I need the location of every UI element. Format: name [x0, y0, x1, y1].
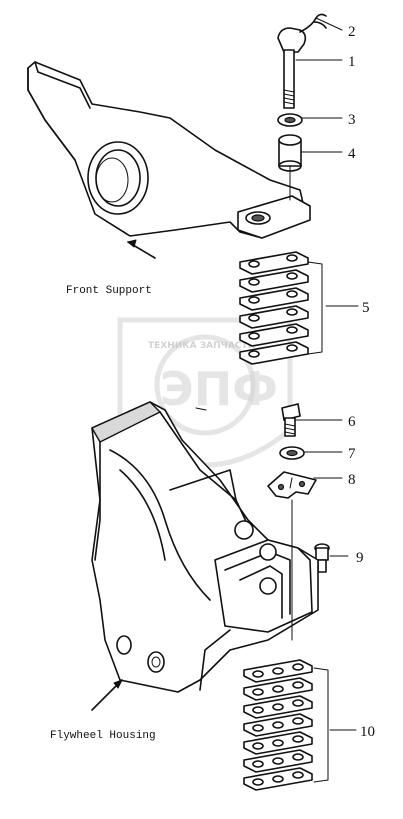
bolt-part-9	[314, 543, 330, 573]
shim-hole	[292, 717, 304, 725]
shim-hole	[292, 699, 304, 707]
shim-stack-part-10	[243, 659, 329, 791]
callout-numbers: 2 1 3 4 5 6 7 8 9 10	[348, 24, 375, 740]
shim-hole	[248, 278, 260, 286]
callout-10: 10	[360, 724, 375, 740]
shim-hole	[272, 721, 284, 729]
shim-hole	[272, 667, 284, 675]
shim-hole	[286, 326, 298, 334]
leader-lines	[91, 17, 359, 731]
shim-hole	[272, 775, 284, 783]
shim-hole	[252, 742, 264, 750]
lock-wire-part-2	[299, 13, 327, 33]
shim-hole	[252, 688, 264, 696]
stack-bracket-5	[307, 261, 323, 355]
flywheel-housing-label: Flywheel Housing	[50, 730, 156, 742]
shim-hole	[252, 760, 264, 768]
watermark-logo-letters: ЭПФ	[160, 362, 278, 416]
callout-9: 9	[356, 550, 364, 566]
callout-3: 3	[348, 112, 356, 128]
callout-6: 6	[348, 414, 356, 430]
shim-hole	[252, 724, 264, 732]
shim-hole	[292, 681, 304, 689]
shim-hole	[286, 272, 298, 280]
shim-hole	[252, 706, 264, 714]
shim-hole	[286, 344, 298, 352]
shim-stack-part-5	[239, 251, 323, 365]
callout-2: 2	[348, 24, 356, 40]
shim-hole	[252, 670, 264, 678]
watermark-text: ТЕХНИКА ЗАПЧАСТИ	[148, 341, 255, 351]
shim-hole	[248, 260, 260, 268]
front-support-label: Front Support	[66, 285, 152, 297]
callout-5: 5	[362, 300, 370, 316]
shim-hole	[292, 735, 304, 743]
shim-hole	[292, 753, 304, 761]
shim-hole	[272, 757, 284, 765]
shim-hole	[272, 739, 284, 747]
shim-hole	[248, 332, 260, 340]
shim-hole	[286, 290, 298, 298]
front-support-bracket	[27, 61, 311, 239]
flywheel-housing	[91, 401, 319, 693]
shim-hole	[272, 703, 284, 711]
shim-hole	[286, 308, 298, 316]
lock-plate-part-8	[267, 471, 317, 499]
spacer-part-4	[278, 134, 302, 172]
shim-hole	[248, 296, 260, 304]
shim-hole	[248, 350, 260, 358]
shim-hole	[292, 771, 304, 779]
washer-part-7	[279, 446, 305, 460]
shim-hole	[292, 663, 304, 671]
callout-4: 4	[348, 146, 356, 162]
callout-8: 8	[348, 472, 356, 488]
shim-hole	[286, 254, 298, 262]
shim-hole	[252, 778, 264, 786]
bolt-part-6	[281, 403, 301, 437]
callout-7: 7	[348, 446, 356, 462]
shim-hole	[272, 685, 284, 693]
callout-1: 1	[348, 54, 356, 70]
stack-bracket-10	[313, 667, 329, 783]
bolt-part-1	[277, 27, 307, 109]
washer-part-3	[277, 113, 303, 127]
shim-hole	[248, 314, 260, 322]
